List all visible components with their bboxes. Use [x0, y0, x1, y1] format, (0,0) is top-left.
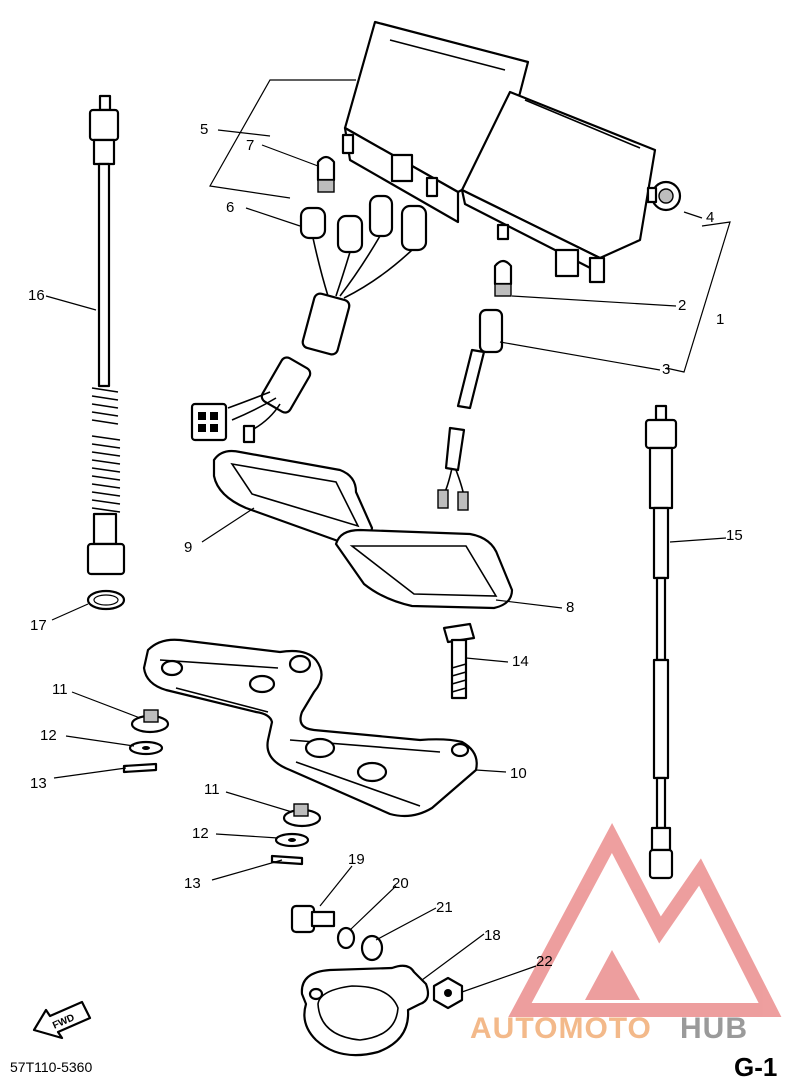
label-21: 21 — [436, 899, 453, 916]
label-19: 19 — [348, 851, 365, 868]
catalog-code: 57T110-5360 — [10, 1059, 92, 1075]
label-11a: 11 — [52, 681, 68, 698]
label-13a: 13 — [30, 775, 47, 792]
meter-bracket — [142, 638, 478, 818]
label-18: 18 — [484, 927, 501, 944]
label-6: 6 — [226, 199, 234, 216]
label-15: 15 — [726, 527, 743, 544]
label-11b: 11 — [204, 781, 220, 798]
watermark-logo-icon — [508, 823, 782, 1017]
trip-knob — [646, 180, 682, 212]
label-10: 10 — [510, 765, 527, 782]
socket-3 — [437, 308, 504, 511]
page-ref: G-1 — [734, 1052, 777, 1082]
fwd-arrow-icon: FWD — [32, 1000, 92, 1040]
clamp-18 — [300, 964, 430, 1057]
label-16: 16 — [28, 287, 45, 304]
label-22: 22 — [536, 953, 553, 970]
damper-11-a — [130, 709, 170, 734]
label-2: 2 — [678, 297, 686, 314]
bulb-2 — [493, 259, 513, 297]
label-1: 1 — [716, 311, 724, 328]
part-labels: 5 7 6 4 2 1 3 16 17 9 8 14 10 15 11 12 1… — [28, 121, 743, 970]
washer-21 — [360, 934, 384, 962]
gasket-9 — [212, 449, 374, 548]
label-5: 5 — [200, 121, 208, 138]
gasket-8 — [334, 528, 514, 610]
nut-22 — [432, 976, 464, 1010]
label-3: 3 — [662, 361, 670, 378]
watermark-brand-part2: HUB — [680, 1012, 748, 1045]
label-12b: 12 — [192, 825, 209, 842]
label-14: 14 — [512, 653, 529, 670]
bolt-19 — [290, 904, 336, 934]
pin-13-a — [122, 762, 158, 774]
label-20: 20 — [392, 875, 409, 892]
damper-11-b — [282, 803, 322, 828]
label-17: 17 — [30, 617, 47, 634]
leader-lines — [45, 79, 731, 993]
tachometer-housing — [460, 90, 657, 284]
washer-12-b — [274, 832, 310, 848]
label-13b: 13 — [184, 875, 201, 892]
washer-20 — [336, 926, 356, 950]
label-8: 8 — [566, 599, 574, 616]
bolt-14 — [442, 622, 476, 700]
label-7: 7 — [246, 137, 254, 154]
label-9: 9 — [184, 539, 192, 556]
washer-12-a — [128, 740, 164, 756]
o-ring-17 — [86, 589, 126, 611]
label-12a: 12 — [40, 727, 57, 744]
tachometer-cable-15 — [644, 404, 678, 880]
bulb-7 — [316, 155, 336, 193]
watermark-brand-part1: AUTOMOTO — [470, 1012, 652, 1045]
label-4: 4 — [706, 209, 714, 226]
speedometer-cable-16 — [86, 94, 126, 576]
bulb-socket-harness — [190, 194, 428, 444]
pin-13-b — [270, 854, 304, 866]
